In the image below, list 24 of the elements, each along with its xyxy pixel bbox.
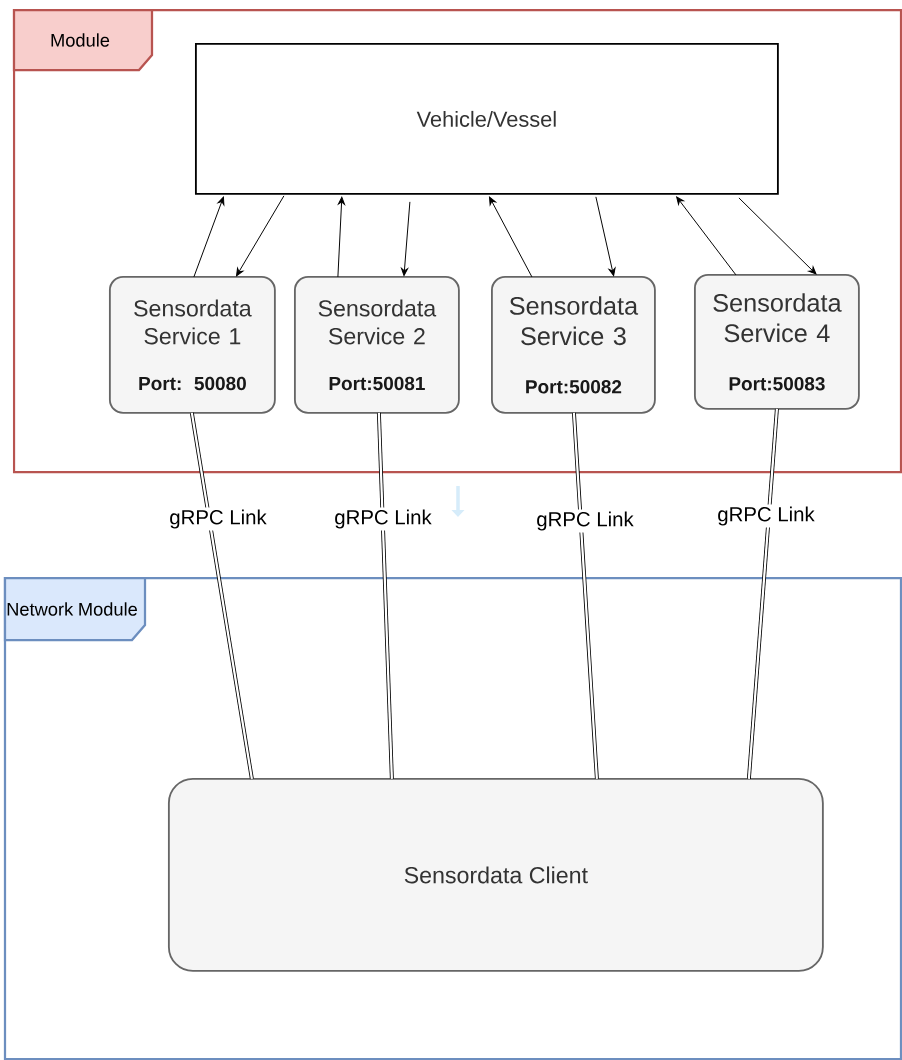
arrow — [738, 197, 817, 275]
edge-label: gRPC Link — [332, 507, 434, 531]
link-line — [746, 408, 779, 780]
arrow — [676, 196, 737, 276]
service-box: Sensordata Service 2 Port:50081 — [294, 275, 460, 414]
link-line — [376, 412, 394, 779]
arrow — [595, 196, 616, 277]
service-box: Sensordata Service 3 Port:50082 — [491, 275, 656, 414]
link-line — [189, 412, 254, 780]
client-box: Sensordata Client — [167, 778, 824, 972]
module-tab: Module — [12, 8, 154, 72]
vehicle-box: Vehicle/Vessel — [194, 42, 779, 195]
edge-label: gRPC Link — [167, 507, 269, 531]
service-box: Sensordata Service 1 Port: 50080 — [108, 275, 276, 414]
arrow — [337, 196, 346, 278]
edge-label: gRPC Link — [715, 504, 817, 528]
link-line — [571, 412, 599, 780]
edge-label: gRPC Link — [534, 509, 636, 533]
arrow — [193, 196, 225, 278]
arrow — [489, 196, 533, 278]
arrow — [401, 201, 411, 277]
service-box: Sensordata Service 4 Port:50083 — [694, 273, 860, 410]
arrow — [236, 195, 285, 277]
module-tab: Network Module — [3, 576, 147, 642]
